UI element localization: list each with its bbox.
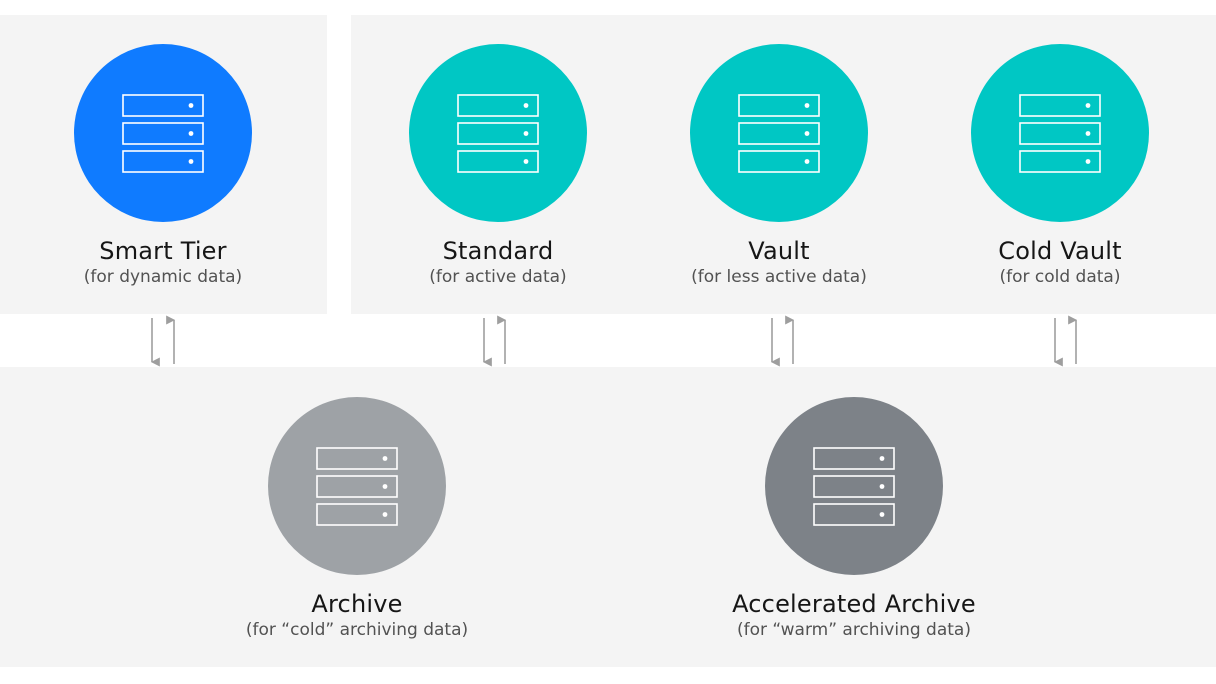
archive-circle	[268, 397, 446, 575]
server-stack-icon	[1019, 94, 1101, 173]
tier-description: (for cold data)	[999, 267, 1121, 287]
tier-vault: Vault (for less active data)	[639, 44, 919, 288]
tier-smart: Smart Tier (for dynamic data)	[23, 44, 303, 288]
tier-archive: Archive (for “cold” archiving data)	[217, 397, 497, 641]
tier-name: Smart Tier	[99, 237, 227, 265]
accelerated-archive-circle	[765, 397, 943, 575]
tier-name: Standard	[442, 237, 554, 265]
standard-circle	[409, 44, 587, 222]
tier-name: Cold Vault	[998, 237, 1122, 265]
tier-name: Archive	[311, 590, 403, 618]
tier-accelerated-archive: Accelerated Archive (for “warm” archivin…	[714, 397, 994, 641]
archive-panel	[0, 367, 1216, 667]
tier-description: (for less active data)	[691, 267, 867, 287]
server-stack-icon	[316, 447, 398, 526]
tier-cold-vault: Cold Vault (for cold data)	[920, 44, 1200, 288]
tier-description: (for active data)	[429, 267, 567, 287]
smart-tier-circle	[74, 44, 252, 222]
tier-standard: Standard (for active data)	[358, 44, 638, 288]
server-stack-icon	[122, 94, 204, 173]
server-stack-icon	[457, 94, 539, 173]
server-stack-icon	[813, 447, 895, 526]
cold-vault-circle	[971, 44, 1149, 222]
tier-description: (for “warm” archiving data)	[737, 620, 971, 640]
tier-name: Accelerated Archive	[732, 590, 976, 618]
tier-name: Vault	[748, 237, 810, 265]
server-stack-icon	[738, 94, 820, 173]
tier-description: (for “cold” archiving data)	[245, 620, 469, 640]
tier-description: (for dynamic data)	[83, 267, 243, 287]
vault-circle	[690, 44, 868, 222]
